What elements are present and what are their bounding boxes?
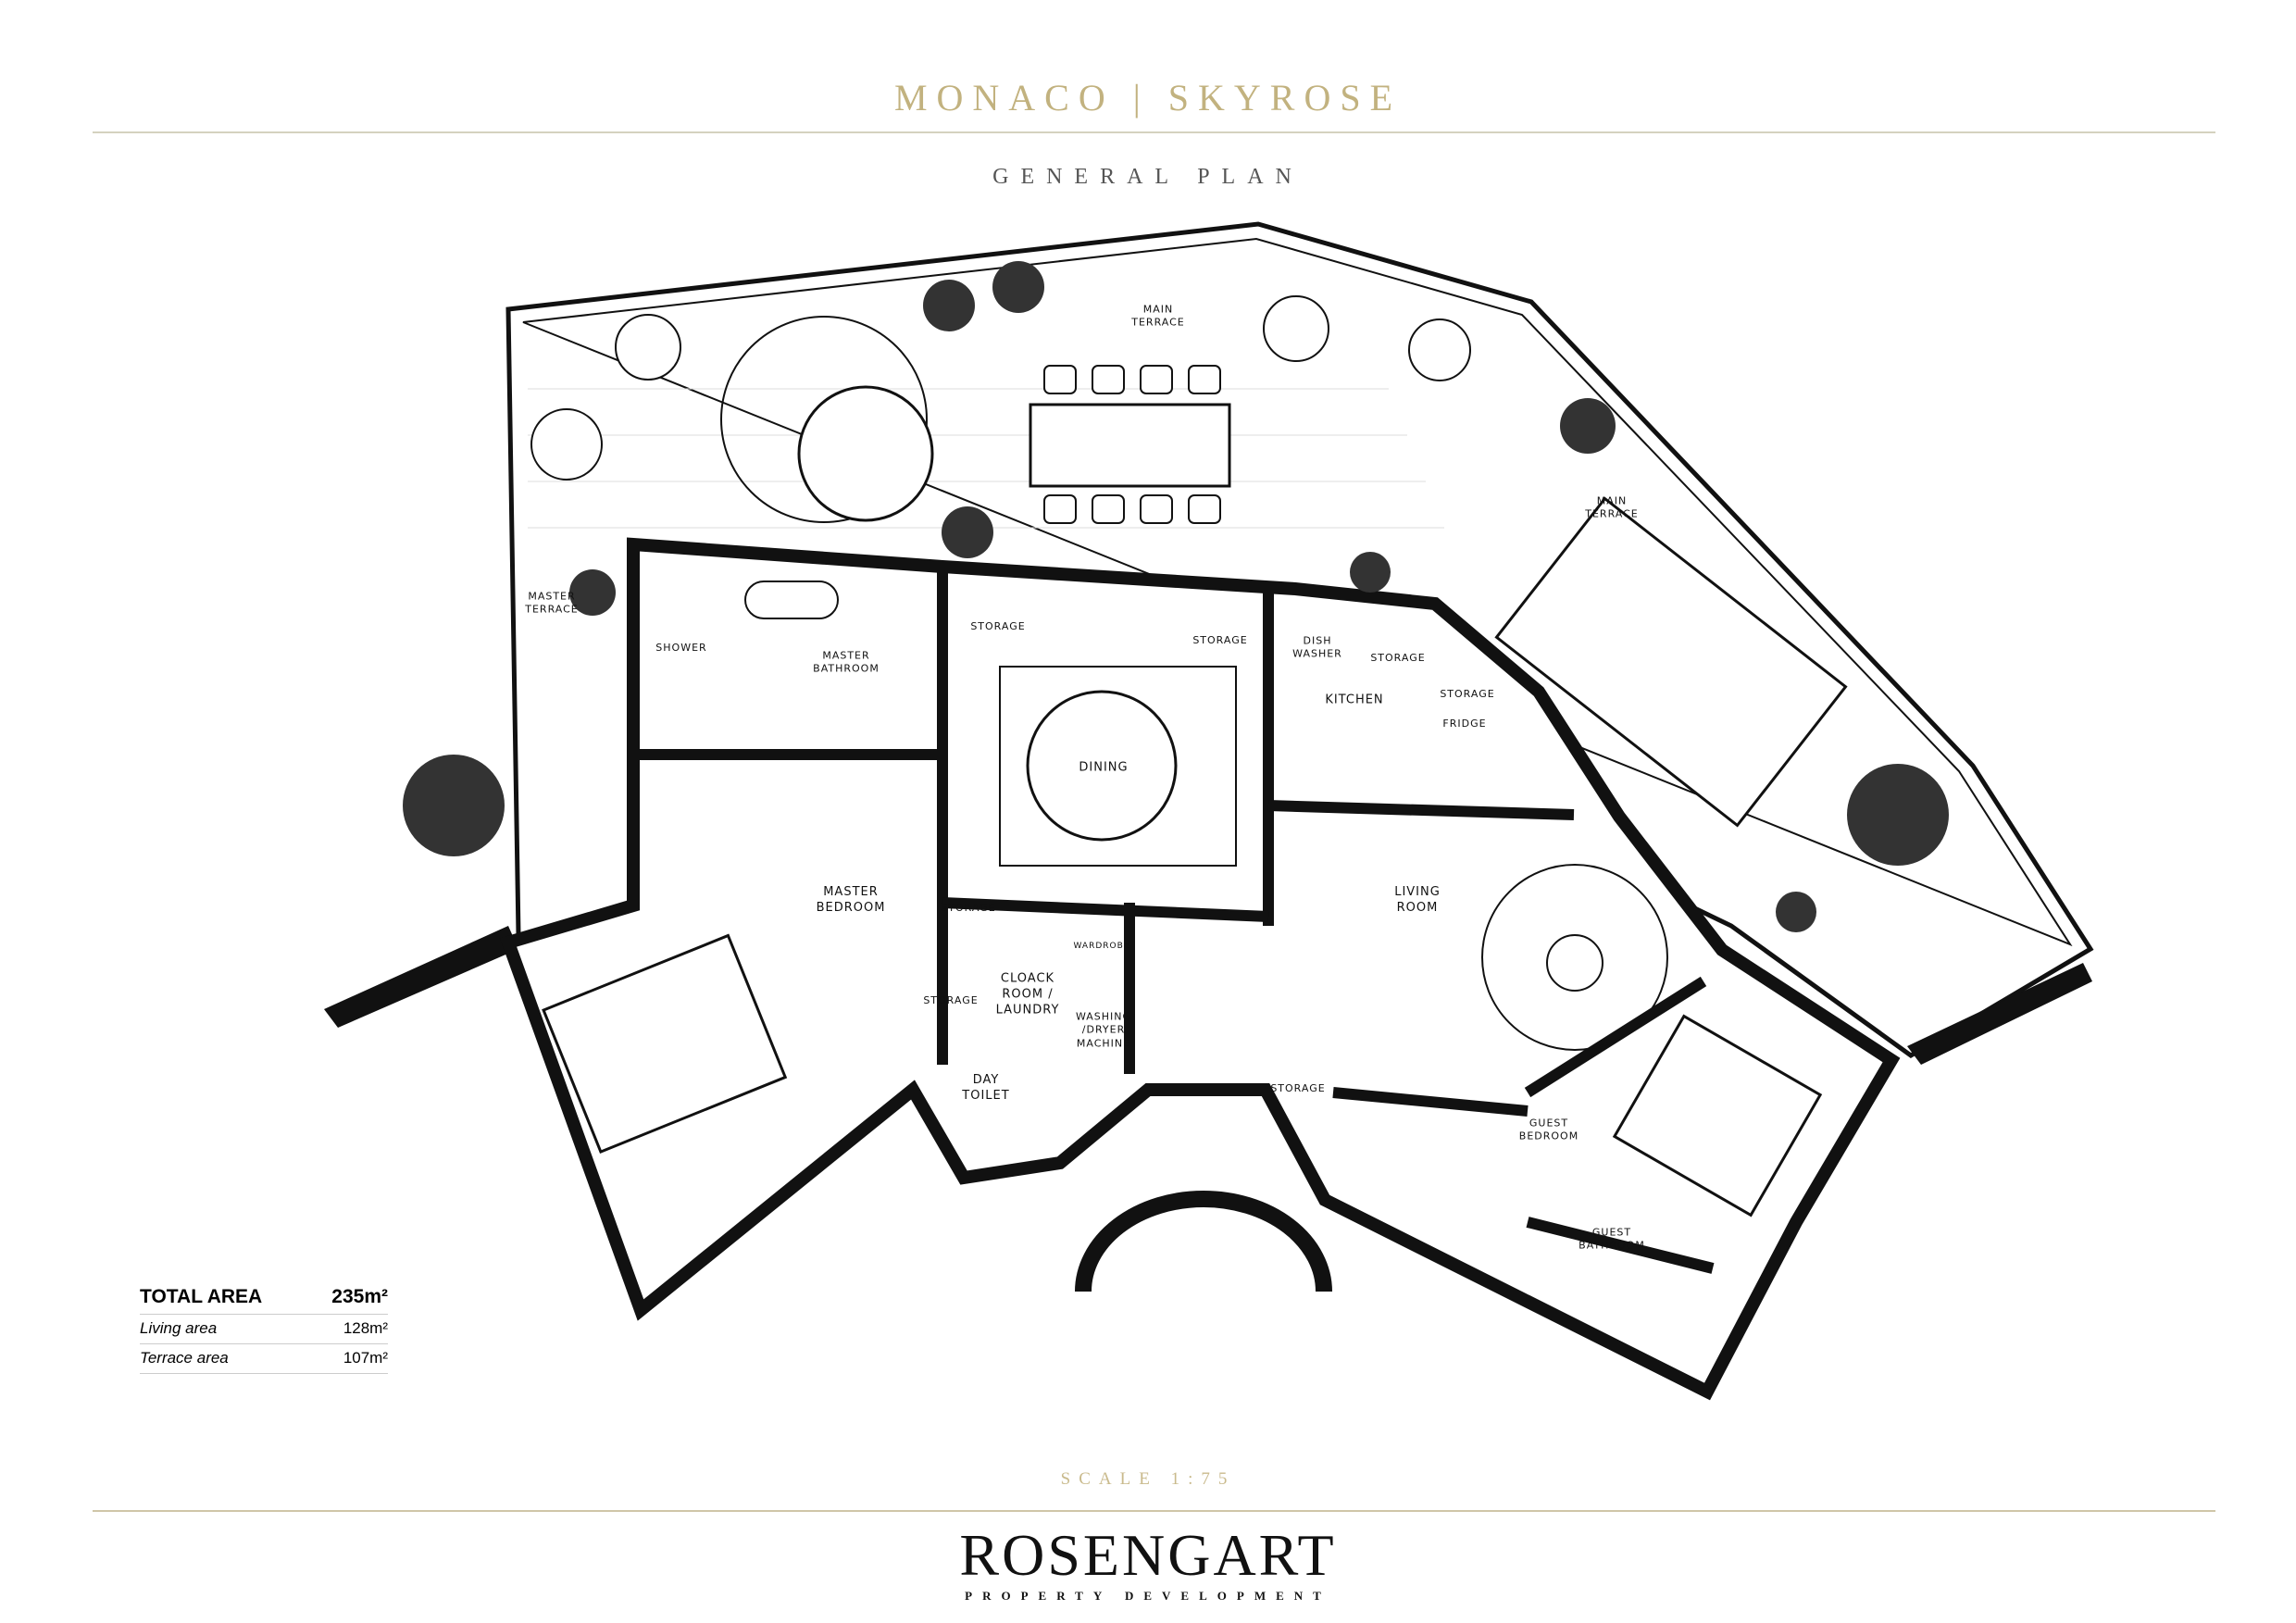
- label-living-room: LIVING ROOM: [1394, 885, 1441, 915]
- label-storage: STORAGE: [1270, 1081, 1326, 1094]
- label-kitchen: KITCHEN: [1325, 693, 1384, 707]
- area-row-terrace: Terrace area 107m²: [140, 1344, 388, 1374]
- right-terrace-wall: [1907, 963, 2092, 1065]
- header-divider: [93, 131, 2215, 133]
- label-master-terrace: MASTER TERRACE: [525, 590, 579, 616]
- area-row-living: Living area 128m²: [140, 1315, 388, 1344]
- right-terrace-sofa: [1494, 496, 1848, 828]
- label-guest-bathroom: GUEST BATHROOM: [1578, 1226, 1645, 1252]
- lounge-chairs: [530, 295, 1471, 481]
- terrace-area-value: 107m²: [343, 1349, 388, 1367]
- terrace-chairs: [1043, 365, 1221, 524]
- label-wardrobe: WARDROBE: [1073, 942, 1130, 952]
- living-table: [1481, 864, 1668, 1051]
- entrance-arc: [1075, 1191, 1332, 1292]
- master-bathtub: [744, 581, 839, 619]
- total-area-label: TOTAL AREA: [140, 1286, 263, 1307]
- label-storage: STORAGE: [1370, 651, 1426, 664]
- label-dish-washer: DISH WASHER: [1292, 634, 1342, 660]
- brand-name: ROSENGART: [959, 1522, 1337, 1588]
- terrace-dining-table: [1029, 403, 1231, 488]
- label-cloack-room: CLOACK ROOM / LAUNDRY: [995, 971, 1060, 1017]
- label-master-bathroom: MASTER BATHROOM: [813, 649, 880, 675]
- area-summary-table: TOTAL AREA 235m² Living area 128m² Terra…: [140, 1281, 388, 1374]
- plants: [403, 261, 1949, 932]
- master-bed: [542, 933, 788, 1154]
- guest-bed: [1612, 1014, 1823, 1217]
- label-master-bedroom: MASTER BEDROOM: [816, 885, 886, 915]
- label-main-terrace: MAIN TERRACE: [1131, 303, 1185, 329]
- brand-logo: ROSENGART PROPERTY DEVELOPMENT: [0, 1526, 2296, 1604]
- label-fridge: FRIDGE: [1442, 717, 1487, 730]
- page-title: MONACO | SKYROSE: [893, 77, 1403, 119]
- label-storage: STORAGE: [1192, 633, 1248, 646]
- dining-rug: [999, 666, 1237, 867]
- label-shower: SHOWER: [655, 641, 707, 654]
- dining-table: [1026, 690, 1178, 842]
- brand-tagline: PROPERTY DEVELOPMENT: [965, 1589, 1331, 1603]
- scale-label: SCALE 1:75: [1060, 1469, 1236, 1489]
- label-washing-machine: WASHING /DRYER MACHINE: [1075, 1010, 1132, 1050]
- label-storage: STORAGE: [970, 619, 1026, 632]
- terrace-area-label: Terrace area: [140, 1349, 229, 1367]
- round-lounge: [720, 316, 928, 523]
- area-row-total: TOTAL AREA 235m²: [140, 1281, 388, 1315]
- label-guest-bedroom: GUEST BEDROOM: [1518, 1117, 1579, 1142]
- page-subtitle: GENERAL PLAN: [992, 165, 1304, 189]
- label-dining: DINING: [1079, 760, 1129, 775]
- living-area-value: 128m²: [343, 1319, 388, 1337]
- left-terrace-wall: [324, 926, 518, 1028]
- label-storage: STORAGE: [1440, 687, 1495, 700]
- label-main-terrace-right: MAIN TERRACE: [1585, 494, 1639, 520]
- total-area-value: 235m²: [331, 1286, 388, 1307]
- living-area-label: Living area: [140, 1319, 218, 1337]
- label-storage: STORAGE: [941, 901, 996, 914]
- label-day-toilet: DAY TOILET: [962, 1073, 1010, 1103]
- footer-divider: [93, 1510, 2215, 1512]
- label-storage: STORAGE: [923, 993, 979, 1006]
- interior-walls: [639, 567, 1715, 1274]
